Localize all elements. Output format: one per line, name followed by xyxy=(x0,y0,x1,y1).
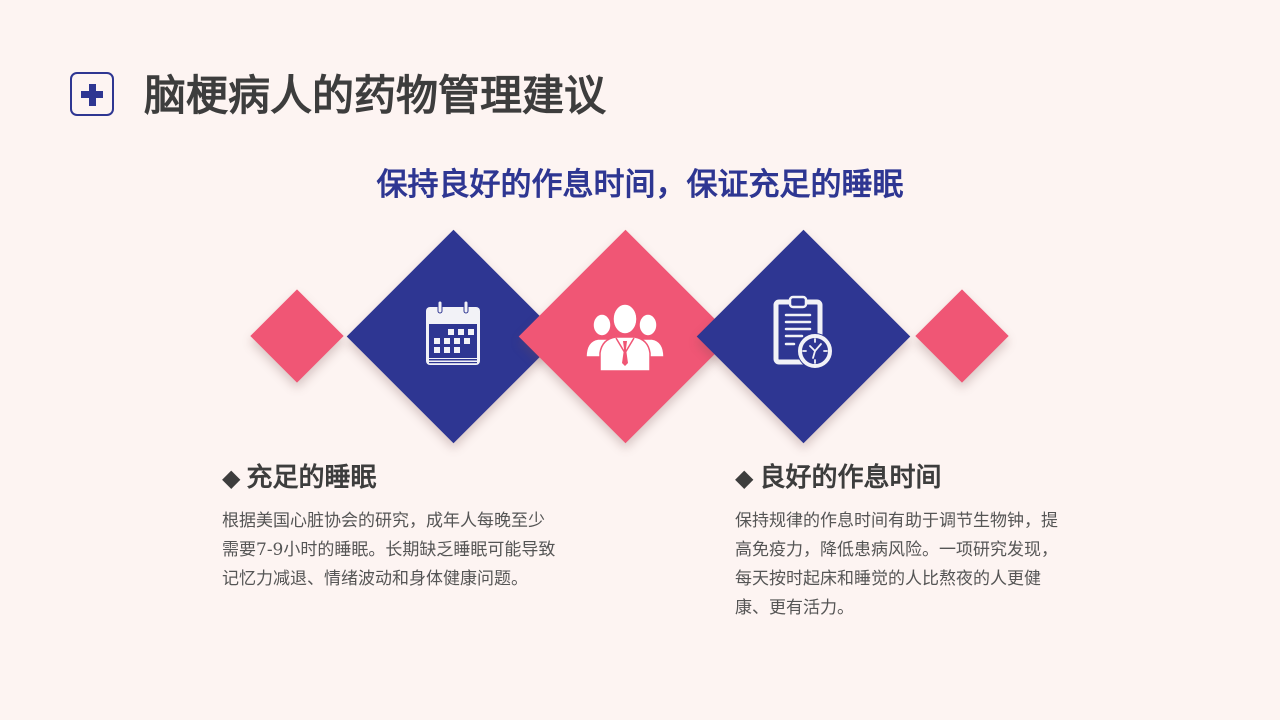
section-title-routine: ◆良好的作息时间 xyxy=(735,458,941,498)
section-title-text: 充足的睡眠 xyxy=(246,463,377,493)
small-pink-diamond-right xyxy=(915,289,1009,383)
subtitle: 保持良好的作息时间，保证充足的睡眠 xyxy=(376,167,904,203)
team-people-icon xyxy=(580,291,670,381)
diamond-bullet-icon: ◆ xyxy=(735,464,754,492)
calendar-icon xyxy=(408,291,498,381)
section-title-text: 良好的作息时间 xyxy=(759,463,942,493)
clipboard-clock-icon xyxy=(758,291,848,381)
diamond-bullet-icon: ◆ xyxy=(222,464,241,492)
section-title-sleep: ◆充足的睡眠 xyxy=(222,458,376,498)
medical-cross-icon xyxy=(70,72,114,116)
small-pink-diamond-left xyxy=(250,289,344,383)
section-body-sleep: 根据美国心脏协会的研究，成年人每晚至少需要7-9小时的睡眠。长期缺乏睡眠可能导致… xyxy=(222,511,556,589)
section-body-routine: 保持规律的作息时间有助于调节生物钟，提高免疫力，降低患病风险。一项研究发现，每天… xyxy=(735,511,1058,618)
page-title: 脑梗病人的药物管理建议 xyxy=(144,71,607,120)
